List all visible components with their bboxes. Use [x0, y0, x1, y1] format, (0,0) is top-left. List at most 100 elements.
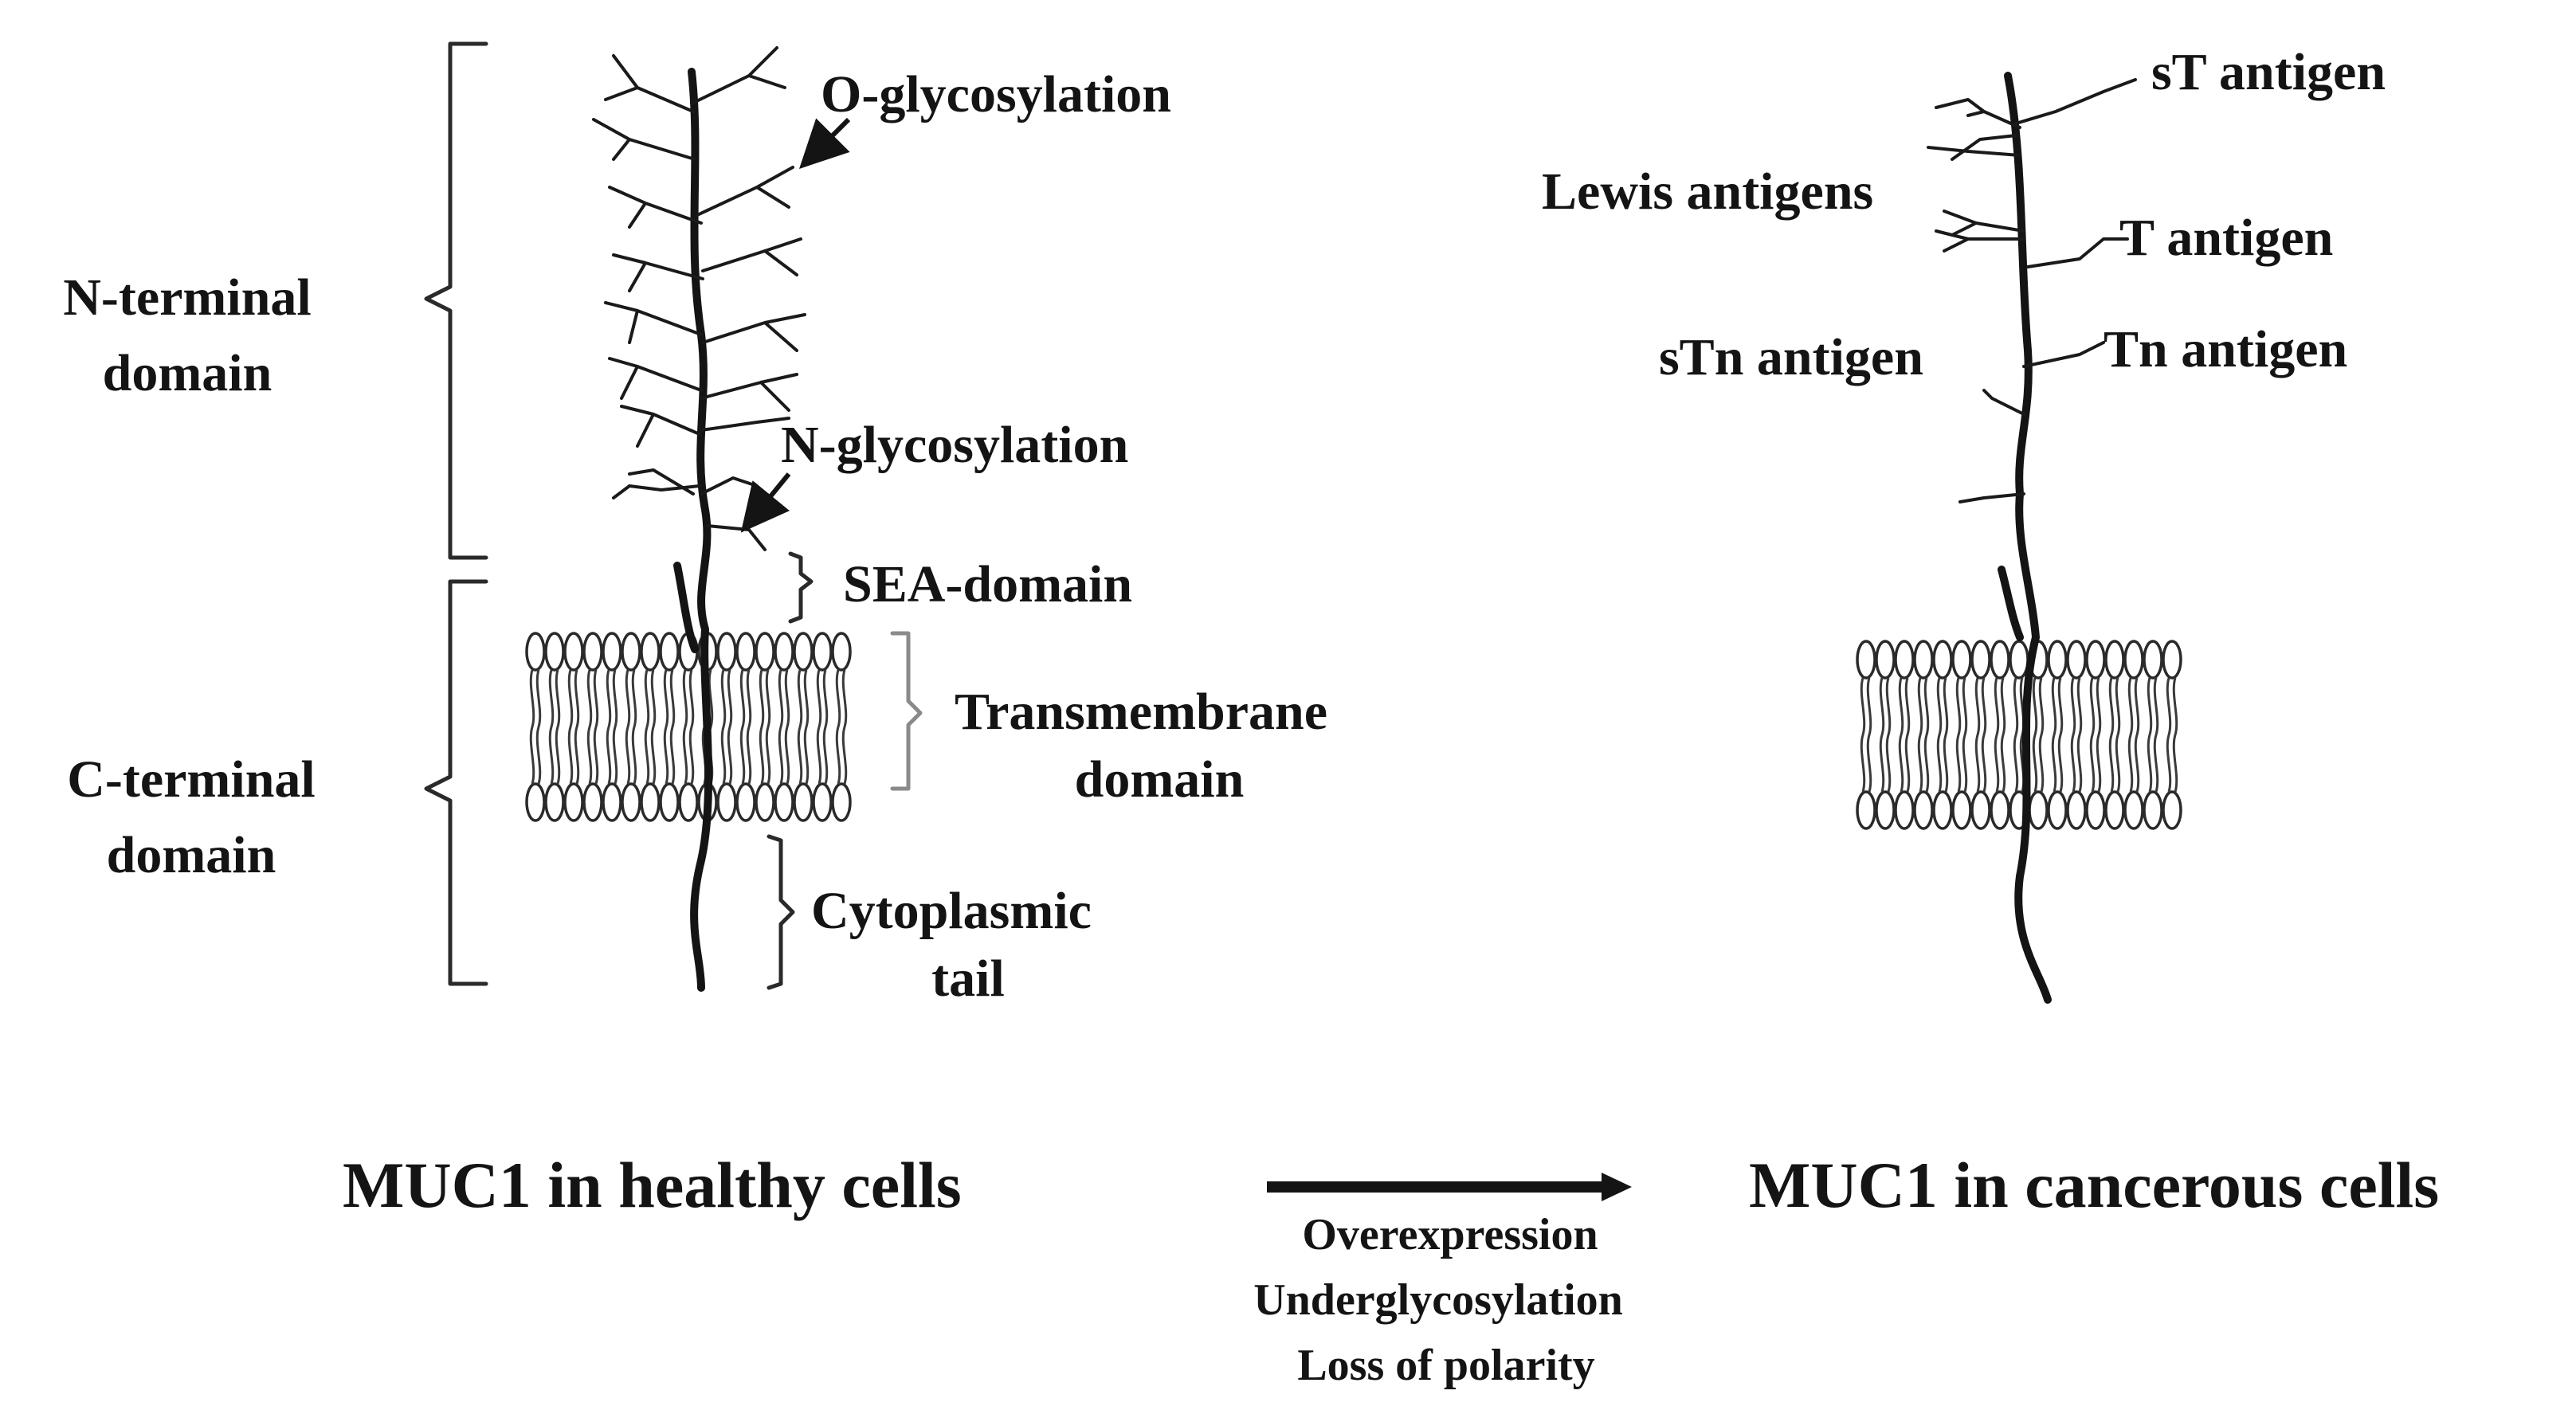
lipid-head: [831, 782, 852, 822]
cytoplasmic-label-line1: Cytoplasmic: [811, 882, 1092, 940]
lipid-tail: [2108, 677, 2115, 793]
lipid-tail: [1943, 677, 1949, 793]
membrane-bilayer-cancer: [1856, 640, 2182, 830]
tn-antigen-label: Tn antigen: [2104, 320, 2347, 378]
lipid-head: [1913, 790, 1934, 830]
lipid-head: [1970, 790, 1991, 830]
lipid-tail: [1974, 677, 1981, 793]
lipid-tail: [2153, 677, 2159, 793]
lipid-head: [621, 782, 641, 822]
lipid-head: [2143, 640, 2163, 680]
lipid-tail: [548, 669, 555, 785]
cytoplasmic-tail-bracket: [767, 834, 795, 990]
lipid-tail: [784, 669, 790, 785]
healthy-muc1-group: O-glycosylation N-glycosylation N-termin…: [63, 41, 1327, 1221]
lipid-head: [2104, 790, 2125, 830]
lipid-tail: [2013, 677, 2019, 793]
healthy-muc1-backbone: [688, 68, 713, 992]
lipid-head: [659, 632, 680, 672]
lipid-tail: [1936, 677, 1943, 793]
lipid-tail: [688, 669, 695, 785]
lipid-head: [544, 782, 565, 822]
cancer-muc1-upper-cut: [1998, 566, 2024, 641]
lipid-tail: [739, 669, 746, 785]
lipid-head: [1856, 790, 1876, 830]
lipid-tail: [816, 669, 822, 785]
lipid-head: [525, 782, 546, 822]
lipid-tail: [797, 669, 803, 785]
lipid-tail: [1962, 677, 1968, 793]
c-terminal-label-line2: domain: [107, 826, 276, 884]
lipid-head: [1856, 640, 1876, 680]
lipid-head: [582, 632, 603, 672]
lipid-head: [525, 632, 546, 672]
o-glycosylation-arrow: [799, 117, 851, 169]
lipid-tail: [803, 669, 810, 785]
lipid-head: [1951, 790, 1972, 830]
lipid-tail: [2070, 677, 2076, 793]
healthy-muc1-upper-cut: [673, 562, 699, 653]
lipid-tail: [765, 669, 771, 785]
lipid-tail: [759, 669, 765, 785]
lipid-head: [755, 782, 775, 822]
lipid-tail: [2115, 677, 2121, 793]
sea-domain-label: SEA-domain: [843, 555, 1132, 613]
lipid-tail: [644, 669, 650, 785]
lipid-tail: [2051, 677, 2057, 793]
lipid-head: [563, 782, 584, 822]
cancer-muc1-group: sT antigen Lewis antigens T antigen sTn …: [1542, 43, 2439, 1221]
lewis-antigens-label: Lewis antigens: [1542, 163, 1873, 221]
lipid-head: [2085, 790, 2106, 830]
lipid-head: [621, 632, 641, 672]
transition-line2: Underglycosylation: [1253, 1275, 1623, 1325]
lipid-tail: [535, 669, 542, 785]
lipid-tail: [841, 669, 848, 785]
lipid-tail: [606, 669, 612, 785]
lipid-tail: [1981, 677, 1987, 793]
lipid-head: [812, 782, 833, 822]
lipid-head: [1990, 790, 2010, 830]
c-terminal-bracket: [424, 579, 488, 986]
lipid-head: [659, 782, 680, 822]
cancer-glycan-stubs: [1927, 78, 2137, 503]
n-terminal-label-line2: domain: [103, 344, 272, 402]
lipid-head: [2066, 640, 2087, 680]
lipid-tail: [663, 669, 669, 785]
lipid-tail: [2038, 677, 2045, 793]
lipid-tail: [2000, 677, 2006, 793]
lipid-tail: [2096, 677, 2102, 793]
lipid-tail: [2076, 677, 2083, 793]
lipid-head: [1875, 640, 1896, 680]
cancer-caption: MUC1 in cancerous cells: [1749, 1149, 2439, 1221]
healthy-caption: MUC1 in healthy cells: [343, 1149, 962, 1221]
transition-arrowhead: [1602, 1173, 1632, 1201]
lipid-head: [2123, 640, 2144, 680]
lipid-head: [735, 782, 756, 822]
lipid-head: [1990, 640, 2010, 680]
lipid-tail: [1860, 677, 1866, 793]
lipid-tail: [574, 669, 580, 785]
lipid-tail: [746, 669, 752, 785]
lipid-head: [678, 782, 699, 822]
lipid-tail: [529, 669, 535, 785]
cancer-muc1-backbone: [2004, 72, 2052, 1004]
st-antigen-label: sT antigen: [2151, 43, 2386, 101]
lipid-head: [755, 632, 775, 672]
lipid-tail: [1866, 677, 1872, 793]
lipid-head: [1932, 790, 1953, 830]
lipid-tail: [1904, 677, 1911, 793]
n-terminal-label-line1: N-terminal: [63, 268, 312, 327]
lipid-head: [1913, 640, 1934, 680]
lipid-head: [1875, 790, 1896, 830]
lipid-tail: [1885, 677, 1892, 793]
t-antigen-label: T antigen: [2119, 209, 2333, 267]
lipid-tail: [2057, 677, 2064, 793]
lipid-tail: [593, 669, 599, 785]
transmembrane-bracket: [890, 631, 923, 791]
n-terminal-bracket: [424, 41, 488, 560]
n-glycan-branches: [612, 468, 767, 551]
lipid-tail: [2166, 677, 2172, 793]
lipid-head: [2104, 640, 2125, 680]
lipid-head: [2047, 640, 2068, 680]
